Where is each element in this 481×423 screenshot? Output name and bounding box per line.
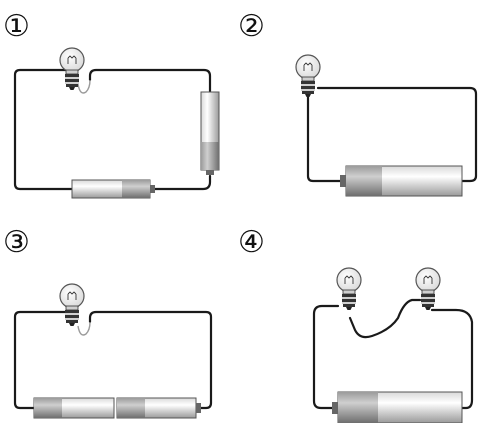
panel-3-battery-left-icon (33, 397, 115, 419)
panel-2-wire-right (316, 86, 478, 183)
panel-1-wire-top (88, 68, 212, 94)
panel-1-wire-left (13, 68, 74, 191)
panel-3-wire-left (13, 310, 68, 410)
panel-1-light-bulb-icon (59, 47, 85, 91)
panel-3: ③ (3, 225, 213, 419)
panel-4-wire-left (312, 304, 340, 410)
panel-4-battery-icon (332, 391, 463, 423)
panel-3-wire-right (88, 310, 213, 410)
panel-2-battery-icon (340, 165, 463, 197)
panel-2: ② (238, 9, 478, 197)
panel-1-wire-bulb-contact (77, 79, 91, 94)
panel-4-wire-between-bulbs (348, 298, 422, 339)
panel-4-light-bulb-left-icon (336, 267, 362, 311)
panel-4-label: ④ (238, 225, 265, 260)
panel-3-light-bulb-icon (59, 283, 85, 327)
panel-1-wire-bottom-right (150, 174, 212, 191)
panel-4: ④ (238, 225, 474, 423)
panel-3-wire-bulb-contact (77, 321, 91, 336)
panel-2-light-bulb-icon (295, 54, 321, 98)
panel-2-label: ② (238, 9, 265, 44)
panel-3-battery-right-icon (116, 397, 201, 419)
panel-4-light-bulb-right-icon (415, 267, 441, 311)
panel-4-wire-right (430, 308, 474, 410)
panel-1-battery-horizontal-icon (71, 179, 155, 199)
panel-1: ① (3, 9, 220, 199)
panel-3-label: ③ (3, 225, 30, 260)
panel-1-label: ① (3, 9, 30, 44)
panel-2-wire-left (306, 93, 344, 183)
panel-1-battery-vertical-icon (200, 91, 220, 175)
